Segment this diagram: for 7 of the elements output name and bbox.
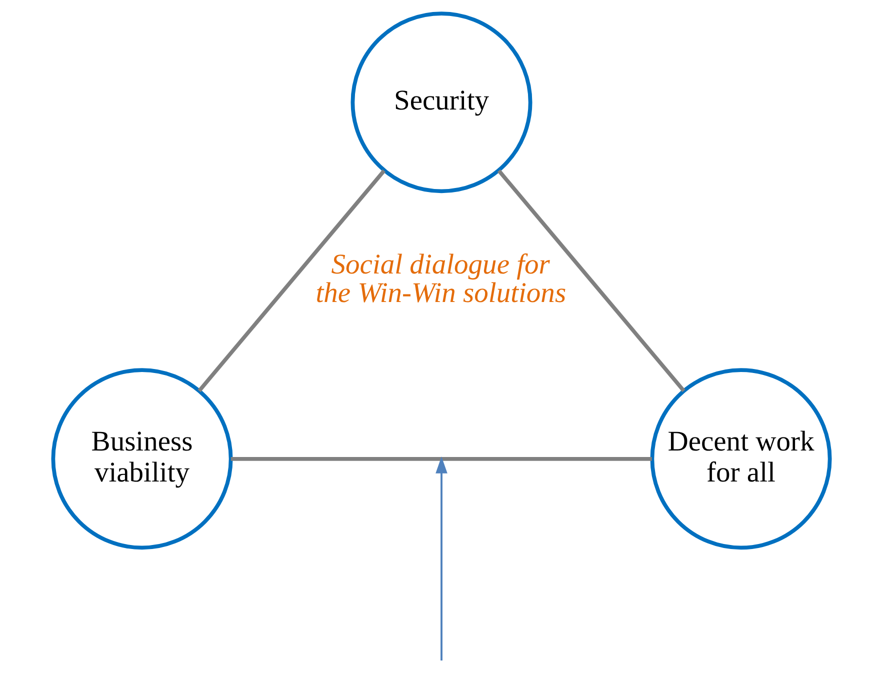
node-circle: Decent work for all	[650, 368, 832, 550]
node-circle: Security	[350, 12, 532, 194]
connector	[198, 169, 386, 392]
connector	[497, 169, 686, 392]
node-circle: Business viability	[51, 368, 233, 550]
connector	[230, 456, 652, 461]
label: Social dialogue for the Win-Win solutions	[316, 250, 566, 310]
